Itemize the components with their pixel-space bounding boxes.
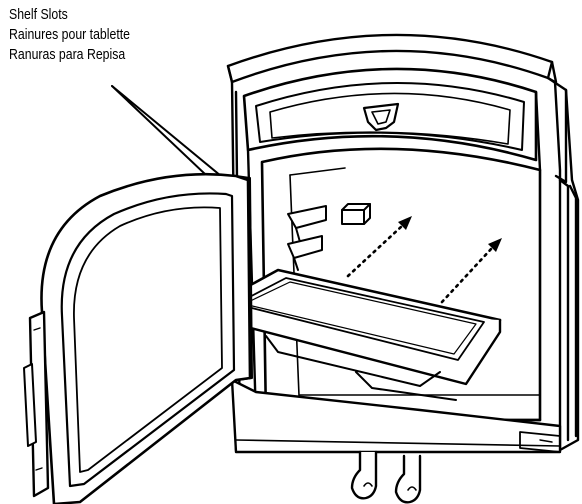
shelf-slots-callout: Shelf Slots Rainures pour tablette Ranur… xyxy=(9,5,130,65)
oven-shelf-tray xyxy=(210,268,502,401)
oven-legs xyxy=(350,450,422,504)
shelf-slot-upper xyxy=(287,203,371,243)
oven-door xyxy=(23,172,253,504)
oven-body xyxy=(226,33,580,452)
arrow-heads xyxy=(398,216,502,252)
oven-base xyxy=(230,378,562,454)
callout-label-en: Shelf Slots xyxy=(9,6,68,23)
callout-label-es: Ranuras para Repisa xyxy=(9,46,126,63)
shelf-slot-lower xyxy=(287,235,323,271)
callout-label-fr: Rainures pour tablette xyxy=(9,26,131,43)
insertion-arrows xyxy=(346,224,494,304)
